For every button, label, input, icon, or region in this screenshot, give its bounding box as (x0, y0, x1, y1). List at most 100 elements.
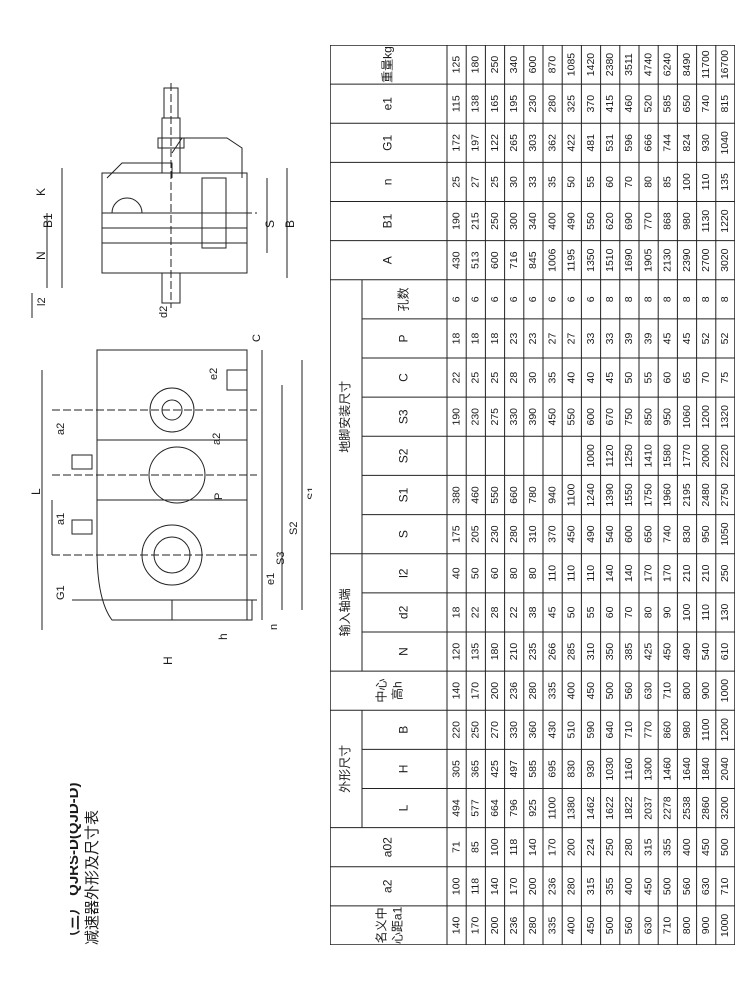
table-cell: 6 (566, 296, 578, 302)
label-a2-radius: a2 (211, 433, 223, 445)
table-cell: 8 (623, 296, 635, 302)
table-cell: 28 (508, 372, 520, 384)
table-cell: 120 (450, 643, 462, 661)
col-header-7: N (397, 647, 411, 656)
table-cell: 780 (527, 486, 539, 504)
table-cell: 140 (450, 682, 462, 700)
table-cell: 330 (508, 408, 520, 426)
table-cell: 980 (681, 212, 693, 230)
table-cell: 230 (489, 525, 501, 543)
table-cell: 280 (508, 525, 520, 543)
table-cell: 135 (719, 173, 731, 191)
table-cell: 215 (470, 212, 482, 230)
table-cell: 1100 (566, 484, 578, 507)
table-cell: 620 (604, 212, 616, 230)
table-cell: 265 (508, 134, 520, 152)
group-header-dims: 外形尺寸 (338, 745, 352, 793)
col-header-16: 孔数 (396, 287, 411, 311)
table-cell: 2130 (662, 248, 674, 272)
table-cell: 325 (566, 95, 578, 113)
table-cell: 8490 (681, 53, 693, 77)
table-cell: 22 (450, 372, 462, 384)
table-cell: 100 (489, 838, 501, 856)
table-cell: 1006 (546, 248, 558, 272)
table-cell: 540 (604, 525, 616, 543)
col-header-13: S3 (397, 409, 411, 424)
table-cell: 85 (662, 176, 674, 188)
table-cell: 16700 (719, 50, 731, 79)
table-cell: 6 (585, 296, 597, 302)
table-cell: 710 (662, 917, 674, 935)
label-l: L (29, 488, 43, 495)
table-cell: 118 (508, 839, 520, 856)
table-cell: 18 (489, 332, 501, 344)
table-cell: 305 (450, 760, 462, 778)
table-cell: 285 (566, 643, 578, 661)
table-cell: 250 (604, 838, 616, 856)
table-cell: 8 (604, 296, 616, 302)
table-cell: 4740 (642, 53, 654, 77)
label-g1: G1 (55, 585, 67, 600)
group-header-foot: 地脚安装尺寸 (337, 381, 352, 453)
table-cell: 531 (604, 134, 616, 152)
label-s2: S2 (288, 522, 300, 535)
table-cell: 140 (489, 877, 501, 895)
table-cell: 450 (700, 838, 712, 856)
label-a1: a1 (55, 513, 67, 525)
label-b: B (283, 220, 297, 228)
table-cell: 540 (700, 643, 712, 661)
table-cell: 430 (546, 721, 558, 739)
table-cell: 280 (527, 917, 539, 935)
table-cell: 2000 (700, 444, 712, 468)
table-cell: 250 (489, 212, 501, 230)
col-header-20: G1 (381, 134, 395, 150)
table-cell: 30 (527, 372, 539, 384)
table-cell: 280 (623, 838, 635, 856)
table-cell: 25 (489, 176, 501, 188)
table-cell: 330 (508, 721, 520, 739)
table-cell: 1195 (566, 249, 578, 272)
table-cell: 8 (642, 296, 654, 302)
table-cell: 100 (450, 877, 462, 895)
table-cell: 1200 (700, 405, 712, 429)
table-cell: 70 (623, 176, 635, 188)
table-cell: 175 (450, 525, 462, 543)
table-cell: 650 (642, 525, 654, 543)
table-cell: 8 (700, 296, 712, 302)
table-cell: 845 (527, 251, 539, 269)
table-cell: 6 (489, 296, 501, 302)
col-header-12: S2 (397, 448, 411, 463)
table-cell: 100 (681, 603, 693, 621)
col-header-11: S1 (397, 487, 411, 502)
table-cell: 8 (719, 296, 731, 302)
table-cell: 2480 (700, 483, 712, 507)
table-cell: 666 (642, 134, 654, 152)
table-cell: 796 (508, 799, 520, 817)
table-cell: 370 (546, 525, 558, 543)
table-cell: 664 (489, 799, 501, 817)
table-cell: 35 (546, 372, 558, 384)
table-cell: 850 (642, 408, 654, 426)
table-cell: 220 (450, 721, 462, 739)
table-cell: 585 (662, 95, 674, 113)
table-cell: 40 (585, 372, 597, 384)
col-header-10: S (397, 530, 411, 538)
table-cell: 80 (642, 176, 654, 188)
table-cell: 490 (681, 643, 693, 661)
table-cell: 335 (546, 682, 558, 700)
table-cell: 6240 (662, 53, 674, 77)
table-cell: 310 (585, 643, 597, 661)
table-cell: 200 (489, 917, 501, 935)
table-cell: 481 (585, 134, 597, 152)
col-header-17: A (381, 256, 395, 264)
table-cell: 55 (585, 176, 597, 188)
label-s3: S3 (275, 552, 287, 565)
table-cell: 640 (604, 721, 616, 739)
table-cell: 490 (585, 525, 597, 543)
table-cell: 1000 (719, 914, 731, 938)
table-cell: 744 (662, 134, 674, 152)
table-cell: 6 (470, 296, 482, 302)
table-cell: 860 (662, 721, 674, 739)
table-cell: 8 (681, 296, 693, 302)
table-cell: 1690 (623, 248, 635, 272)
